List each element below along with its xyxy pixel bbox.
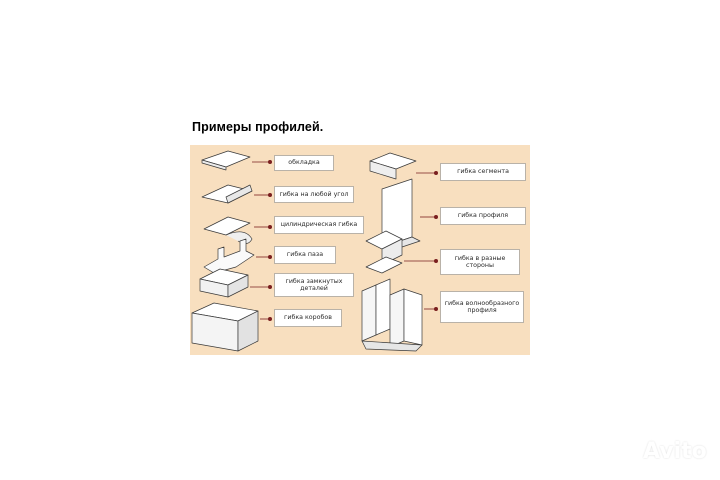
any-angle-shape: [201, 184, 253, 204]
bullet-icon: [268, 285, 272, 289]
bullet-icon: [434, 171, 438, 175]
oblkladka-shape: [201, 150, 251, 171]
label-closed-parts: гибка замкнутых деталей: [274, 273, 354, 297]
profiles-illustration: [191, 150, 436, 352]
boxes-shape: [191, 302, 259, 352]
label-boxes: гибка коробов: [274, 309, 342, 327]
label-oblkladka: обкладка: [274, 155, 334, 171]
wavy-shape: [361, 278, 423, 352]
label-any-angle: гибка на любой угол: [274, 186, 354, 203]
label-diff-sides: гибка в разные стороны: [440, 249, 520, 275]
bullet-icon: [434, 307, 438, 311]
bullet-icon: [434, 215, 438, 219]
diff-sides-shape: [365, 230, 403, 274]
avito-brand-text: Avito: [643, 438, 707, 464]
avito-logo-icon: [613, 440, 636, 463]
profiles-panel: обкладка гибка на любой угол цилиндричес…: [190, 145, 530, 355]
bullet-icon: [268, 160, 272, 164]
bullet-icon: [268, 317, 272, 321]
bullet-icon: [268, 193, 272, 197]
groove-shape: [203, 238, 255, 274]
label-groove: гибка паза: [274, 246, 336, 264]
bullet-icon: [268, 255, 272, 259]
label-cylindrical: цилиндрическая гибка: [274, 216, 364, 234]
label-profile: гибка профиля: [440, 207, 526, 225]
bullet-icon: [268, 225, 272, 229]
bullet-icon: [434, 259, 438, 263]
label-wavy: гибка волнообразного профиля: [440, 291, 524, 323]
avito-watermark: Avito: [610, 438, 707, 464]
label-segment: гибка сегмента: [440, 163, 526, 181]
closed-parts-shape: [199, 268, 249, 298]
segment-shape: [369, 152, 417, 180]
page-title: Примеры профилей.: [192, 120, 324, 134]
